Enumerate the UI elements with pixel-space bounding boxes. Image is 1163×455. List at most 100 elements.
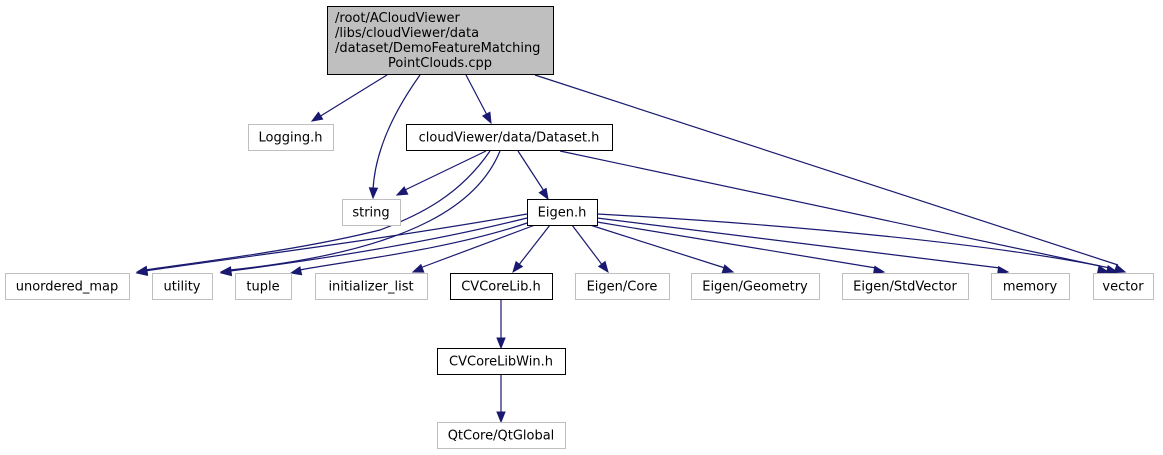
edge-line [229, 217, 528, 272]
edge-eigen-to-utility [219, 217, 528, 277]
edge-line [144, 150, 491, 271]
edge-eigen-to-eigen_geometry [589, 224, 735, 274]
node-label: /libs/cloudViewer/data [335, 26, 479, 41]
edge-line [596, 213, 1111, 269]
node-label: cloudViewer/data/Dataset.h [419, 131, 600, 146]
node-box [342, 199, 401, 226]
edge-line [419, 224, 536, 269]
node-box [152, 273, 213, 300]
node-vector: vector [1093, 273, 1154, 300]
node-qtglobal: QtCore/QtGlobal [437, 422, 566, 449]
edge-cvcorelibwin-to-qtglobal [496, 375, 506, 424]
edge-line [229, 150, 501, 271]
edge-line [404, 150, 487, 191]
node-cvcorelibwin[interactable]: CVCoreLibWin.h [437, 348, 566, 375]
arrowhead-icon [411, 263, 425, 273]
arrowhead-icon [597, 260, 609, 274]
edge-line [318, 74, 388, 118]
edge-root-to-dataset [465, 74, 492, 125]
edge-line [144, 213, 528, 272]
arrowhead-icon [1105, 265, 1119, 275]
node-label: tuple [246, 280, 279, 295]
node-initializer-list: initializer_list [315, 273, 428, 300]
node-logging: Logging.h [248, 124, 334, 151]
node-eigen[interactable]: Eigen.h [527, 199, 598, 226]
edge-dataset-to-unordered_map [135, 150, 491, 276]
node-label: initializer_list [328, 280, 413, 295]
nodes-layer: /root/ACloudViewer/libs/cloudViewer/data… [5, 6, 1154, 449]
edge-eigen-to-initializer_list [411, 224, 536, 273]
edge-dataset-to-vector [559, 150, 1110, 275]
node-label: CVCoreLibWin.h [449, 355, 553, 370]
arrowhead-icon [395, 186, 409, 196]
arrowhead-icon [289, 266, 303, 276]
arrowhead-icon [135, 266, 149, 277]
edge-line [559, 150, 1101, 267]
edge-root-to-logging [310, 74, 388, 122]
node-box [406, 124, 613, 151]
arrowhead-icon [538, 187, 549, 201]
node-eigen-stdvector: Eigen/StdVector [842, 273, 969, 300]
node-string: string [342, 199, 401, 226]
node-label: string [352, 206, 389, 221]
edge-line [596, 221, 877, 269]
edge-eigen-to-eigen_core [571, 224, 609, 274]
arrowhead-icon [496, 337, 506, 350]
node-label: /root/ACloudViewer [335, 11, 460, 26]
edge-dataset-to-string [395, 150, 487, 196]
node-box [437, 422, 566, 449]
node-label: Logging.h [259, 131, 323, 146]
arrowhead-icon [310, 111, 324, 122]
arrowhead-icon [512, 260, 524, 274]
node-label: CVCoreLib.h [461, 280, 541, 295]
arrowhead-icon [368, 187, 379, 200]
node-box [527, 199, 598, 226]
arrowhead-icon [496, 411, 506, 424]
edge-line [596, 217, 1001, 269]
arrowhead-icon [1113, 264, 1127, 274]
node-label: /dataset/DemoFeatureMatching [335, 41, 540, 56]
edge-line [299, 221, 531, 271]
arrowhead-icon [219, 266, 233, 277]
node-label: PointClouds.cpp [388, 56, 492, 71]
edge-cvcorelib-to-cvcorelibwin [496, 300, 506, 350]
node-box [1093, 273, 1154, 300]
node-label: utility [164, 280, 201, 295]
node-box [315, 273, 428, 300]
node-label: vector [1102, 280, 1144, 295]
edge-dataset-to-eigen [517, 150, 549, 201]
node-dataset[interactable]: cloudViewer/data/Dataset.h [406, 124, 613, 151]
node-root[interactable]: /root/ACloudViewer/libs/cloudViewer/data… [327, 6, 554, 75]
edge-line [465, 74, 488, 116]
node-box [991, 273, 1070, 300]
node-box [450, 273, 553, 300]
node-utility: utility [152, 273, 213, 300]
node-box [575, 273, 670, 300]
edge-line [571, 224, 604, 267]
node-label: memory [1003, 280, 1058, 295]
edge-root-to-vector [534, 74, 1127, 274]
edge-line [589, 224, 726, 269]
node-label: unordered_map [16, 280, 119, 295]
node-tuple: tuple [235, 273, 292, 300]
node-box [5, 273, 130, 300]
edge-line [517, 150, 545, 192]
node-eigen-geometry: Eigen/Geometry [691, 273, 820, 300]
node-eigen-core: Eigen/Core [575, 273, 670, 300]
node-box [842, 273, 969, 300]
edge-eigen-to-cvcorelib [512, 224, 551, 274]
node-label: Eigen/Geometry [702, 280, 808, 295]
arrowhead-icon [1096, 265, 1110, 275]
node-label: Eigen/Core [587, 280, 658, 295]
edge-line [372, 74, 421, 191]
node-memory: memory [991, 273, 1070, 300]
node-cvcorelib[interactable]: CVCoreLib.h [450, 273, 553, 300]
node-box [235, 273, 292, 300]
node-unordered-map: unordered_map [5, 273, 130, 300]
edge-root-to-string [368, 74, 421, 200]
edges-layer [135, 74, 1127, 424]
node-box [248, 124, 334, 151]
edge-eigen-to-tuple [289, 221, 531, 276]
edge-eigen-to-unordered_map [135, 213, 528, 277]
